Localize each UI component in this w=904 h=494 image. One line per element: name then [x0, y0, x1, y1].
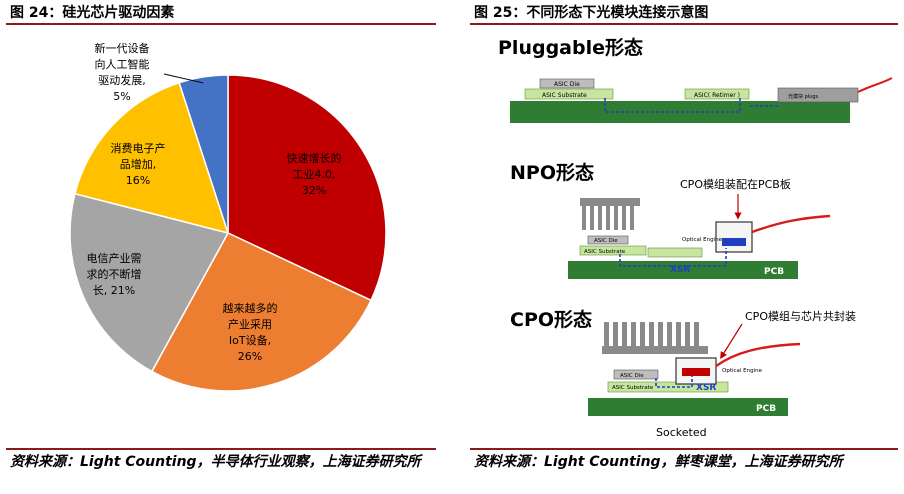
figure-25-title: 图 25：不同形态下光模块连接示意图: [470, 3, 898, 25]
pluggable-fiber: [857, 77, 893, 93]
pie-slice-2: [69, 192, 230, 373]
cpo-asic-substrate-label: ASIC Substrate: [612, 385, 654, 391]
cpo-board: [588, 398, 788, 416]
pluggable-module: [777, 87, 859, 103]
cpo-heading: CPO形态: [510, 308, 592, 331]
pie-label-4: 新一代设备向人工智能驱动发展,5%: [95, 41, 150, 103]
cpo-optical-engine-label: Optical Engine: [722, 368, 763, 374]
cpo-engine-core: [682, 368, 710, 376]
pluggable-asic-substrate-label: ASIC Substrate: [542, 92, 587, 99]
pluggable-asic-substrate: [524, 88, 614, 100]
cpo-asic-die-label: ASIC Die: [620, 373, 644, 379]
pie-slice-3: [74, 81, 230, 235]
pie-slice-4: [178, 74, 229, 234]
figure-24-source: 资料来源：Light Counting，半导体行业观察，上海证券研究所: [6, 448, 436, 473]
pluggable-retimer: [684, 88, 750, 100]
npo-engine-core: [722, 238, 746, 246]
npo-note: CPO模组装配在PCB板: [680, 177, 791, 191]
npo-asic-substrate: [579, 245, 647, 256]
npo-fiber: [751, 214, 831, 234]
pluggable-board: [510, 101, 850, 123]
npo-asic-die-label: ASIC Die: [594, 238, 618, 244]
cpo-socketed-label: Socketed: [656, 426, 707, 439]
pluggable-fiber-label: 光模块 plugs: [788, 93, 818, 100]
pie-slice-0: [227, 74, 387, 302]
figure-24-title: 图 24：硅光芯片驱动因素: [6, 3, 436, 25]
cpo-fiber: [715, 342, 801, 367]
pluggable-heading: Pluggable形态: [498, 36, 643, 59]
pluggable-signal-path: [604, 98, 778, 113]
pie-label-2: 电信产业需求的不断增长, 21%: [87, 251, 142, 297]
cpo-heatsink: [602, 322, 708, 354]
figure-25-source: 资料来源：Light Counting，鲜枣课堂，上海证券研究所: [470, 448, 898, 473]
npo-asic-die: [587, 235, 629, 245]
npo-xsr-label: XSR: [670, 265, 690, 275]
pluggable-asic-die: [539, 78, 595, 89]
npo-engine-board: [647, 247, 703, 258]
cpo-asic-die: [613, 369, 659, 380]
cpo-note-arrow: [720, 323, 743, 360]
cpo-xsr-label: XSR: [696, 383, 716, 393]
npo-optical-engine-label: Optical Engine: [682, 237, 723, 243]
pie-label-0: 快速增长的工业4.0,32%: [287, 151, 342, 197]
pie-label-3: 消费电子产品增加,16%: [111, 141, 166, 187]
module-diagram: Pluggable形态 ASIC Substrate ASIC Die ASIC…: [498, 36, 893, 439]
npo-signal-path: [619, 248, 727, 267]
cpo-signal-path: [655, 376, 693, 388]
right-figure: 图 25：不同形态下光模块连接示意图 Pluggable形态 ASIC Subs…: [470, 0, 898, 494]
cpo-note: CPO模组与芯片共封装: [745, 309, 856, 323]
npo-asic-substrate-label: ASIC Substrate: [584, 249, 626, 255]
cpo-pcb-label: PCB: [756, 404, 776, 414]
npo-optical-engine: [715, 221, 753, 253]
pluggable-retimer-label: ASIC( Retimer ): [694, 92, 740, 99]
npo-heatsink: [580, 198, 640, 230]
npo-heading: NPO形态: [510, 161, 594, 184]
npo-pcb-label: PCB: [764, 267, 784, 277]
pie-leader-line: [163, 73, 204, 84]
pluggable-asic-die-label: ASIC Die: [554, 81, 580, 88]
